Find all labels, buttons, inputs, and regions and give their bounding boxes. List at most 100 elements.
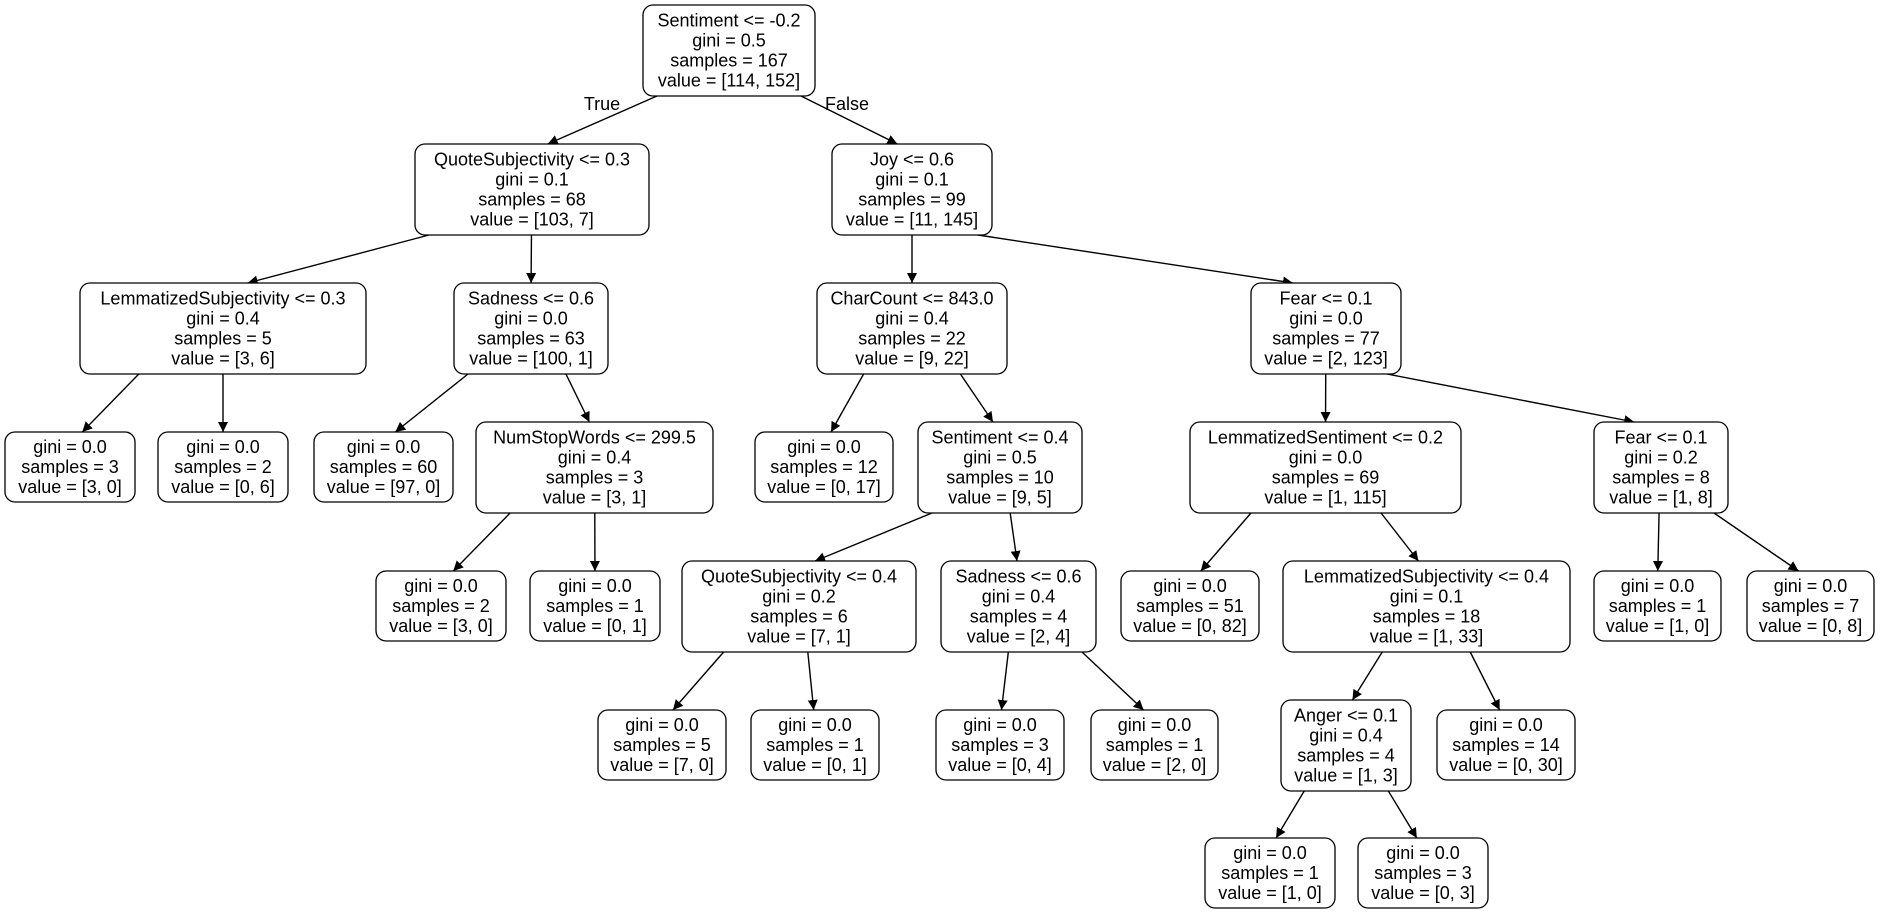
tree-node-text: gini = 0.0 (963, 715, 1037, 735)
tree-edge-arrow (807, 651, 818, 711)
tree-edge (977, 234, 1293, 287)
tree-node-text: samples = 68 (478, 190, 586, 210)
tree-node-text: gini = 0.0 (1469, 715, 1543, 735)
tree-node-text: value = [2, 123] (1264, 349, 1388, 369)
tree-edge (1351, 651, 1383, 701)
tree-edge (1200, 512, 1252, 572)
tree-node-text: QuoteSubjectivity <= 0.4 (701, 567, 897, 587)
tree-node-text: samples = 69 (1272, 468, 1380, 488)
tree-node-text: samples = 60 (330, 457, 438, 477)
tree-node-text: samples = 6 (750, 607, 848, 627)
tree-node-box (1593, 421, 1729, 514)
tree-node-text: samples = 3 (21, 457, 119, 477)
tree-node-text: gini = 0.0 (1386, 843, 1460, 863)
tree-node-text: Sadness <= 0.6 (468, 289, 594, 309)
tree-node-text: gini = 0.0 (1233, 843, 1307, 863)
tree-node-text: value = [2, 0] (1103, 755, 1207, 775)
tree-edge (830, 373, 865, 433)
tree-node-text: value = [9, 22] (855, 349, 969, 369)
tree-edge (565, 373, 591, 423)
tree-edge-arrow (830, 373, 865, 433)
tree-node-box (750, 709, 880, 781)
tree-node-text: value = [0, 17] (767, 477, 881, 497)
tree-node-text: gini = 0.2 (762, 587, 836, 607)
tree-node-box (1746, 570, 1875, 642)
tree-node-box (940, 560, 1097, 653)
tree-node-text: value = [1, 0] (1606, 616, 1710, 636)
tree-edge: True (547, 94, 658, 145)
tree-node-box (529, 570, 661, 642)
tree-edge (1653, 512, 1664, 572)
tree-node-text: gini = 0.0 (186, 437, 260, 457)
tree-node-text: value = [7, 1] (747, 627, 851, 647)
tree-node-text: LemmatizedSubjectivity <= 0.3 (100, 289, 345, 309)
tree-edge-arrow (394, 373, 469, 433)
tree-node-text: samples = 3 (546, 468, 644, 488)
tree-node-text: gini = 0.0 (1774, 576, 1848, 596)
tree-node-box (642, 4, 816, 97)
tree-node-text: gini = 0.1 (1390, 587, 1464, 607)
tree-edge-arrow (1469, 651, 1501, 711)
tree-edge (672, 651, 725, 711)
tree-node-text: gini = 0.0 (1289, 448, 1363, 468)
tree-node-text: QuoteSubjectivity <= 0.3 (434, 150, 630, 170)
tree-edge-arrow (1653, 512, 1664, 572)
tree-node-box (681, 560, 917, 653)
tree-node-text: gini = 0.0 (625, 715, 699, 735)
tree-node-text: value = [0, 4] (948, 755, 1052, 775)
tree-node-text: Joy <= 0.6 (870, 150, 954, 170)
tree-edge (959, 373, 994, 423)
tree-edge-arrow (1200, 512, 1252, 572)
tree-node-text: value = [3, 6] (171, 349, 275, 369)
tree-edge (1380, 512, 1419, 562)
tree-node-text: value = [9, 5] (948, 488, 1052, 508)
tree-node-text: value = [0, 6] (171, 477, 275, 497)
tree-node-text: samples = 5 (174, 329, 272, 349)
tree-node-box (313, 431, 454, 503)
tree-node-box (1357, 837, 1489, 909)
tree-node-box (1120, 570, 1260, 642)
tree-node-text: Sadness <= 0.6 (955, 567, 1081, 587)
tree-edge-arrow (977, 234, 1293, 287)
tree-edge (1713, 512, 1799, 572)
tree-node-text: value = [2, 4] (967, 627, 1071, 647)
edge-label: False (825, 94, 869, 114)
tree-node-box (79, 282, 367, 375)
tree-node-text: Sentiment <= -0.2 (657, 11, 800, 31)
tree-node-text: value = [114, 152] (658, 71, 800, 91)
tree-node-box (453, 282, 609, 375)
tree-node-box (1189, 421, 1462, 514)
tree-edge-arrow (814, 512, 933, 562)
tree-edge (1081, 651, 1145, 711)
tree-edge-arrow (672, 651, 725, 711)
tree-edge-arrow (547, 95, 658, 145)
tree-edge-arrow (565, 373, 591, 423)
tree-node-text: gini = 0.0 (787, 437, 861, 457)
tree-node-box (1436, 709, 1576, 781)
tree-node-text: samples = 1 (766, 735, 864, 755)
tree-node-box (1090, 709, 1219, 781)
tree-node-box (816, 282, 1008, 375)
tree-node-text: value = [0, 1] (763, 755, 867, 775)
tree-node-box (4, 431, 136, 503)
tree-node-text: value = [0, 30] (1449, 755, 1563, 775)
tree-node-text: Anger <= 0.1 (1294, 706, 1398, 726)
tree-node-text: gini = 0.1 (875, 170, 949, 190)
tree-node-text: gini = 0.0 (347, 437, 421, 457)
tree-node-text: value = [0, 82] (1133, 616, 1247, 636)
